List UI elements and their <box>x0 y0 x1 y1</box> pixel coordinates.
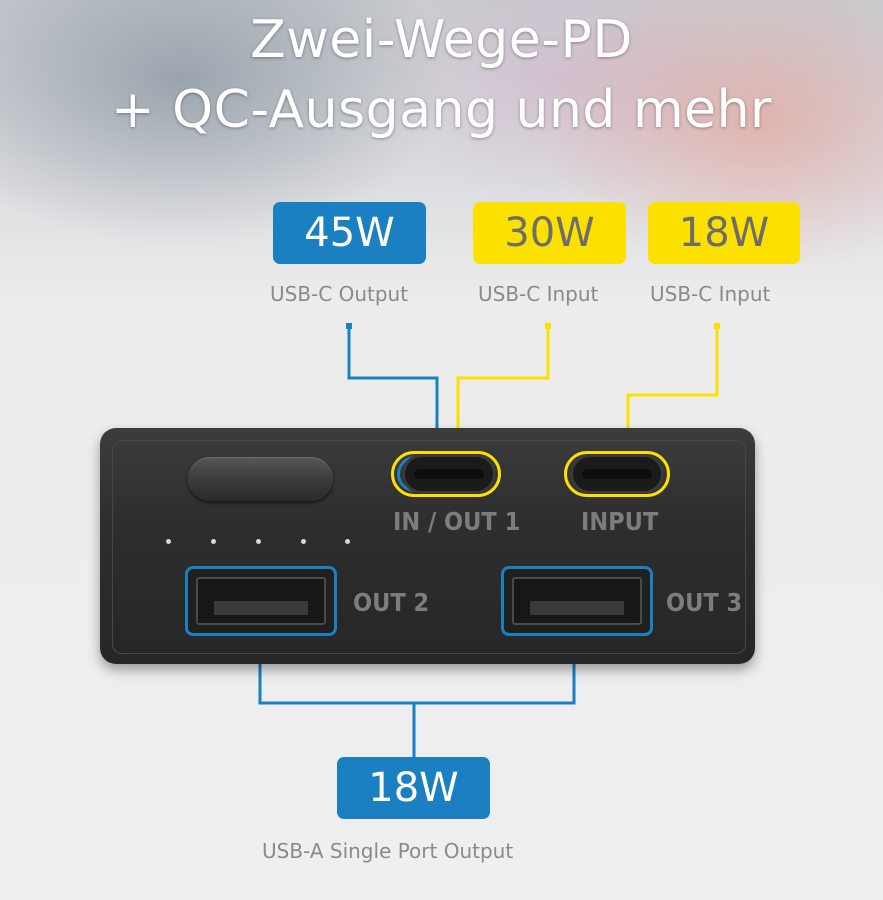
headline-line-1: Zwei-Wege-PD <box>250 10 633 70</box>
port-highlight-input-2 <box>564 451 670 497</box>
connector-45w <box>347 327 439 446</box>
label-out-3: OUT 3 <box>666 588 743 617</box>
power-bank-face <box>112 440 746 654</box>
usbc-port-in-out-1 <box>402 454 496 494</box>
caption-usba-output: USB-A Single Port Output <box>262 839 514 863</box>
label-out-2: OUT 2 <box>353 588 430 617</box>
connector-usba <box>258 634 576 705</box>
usba-port-tongue <box>214 601 308 615</box>
label-in-out-1: IN / OUT 1 <box>393 507 521 536</box>
usba-port-out-2 <box>185 566 337 636</box>
caption-usbc-input-18w: USB-C Input <box>650 282 771 306</box>
power-button <box>188 457 333 501</box>
usba-port-tongue <box>530 601 624 615</box>
connector-18w-input <box>626 327 719 446</box>
usba-port-out-3 <box>501 566 653 636</box>
caption-usbc-input-30w: USB-C Input <box>478 282 599 306</box>
connector-30w <box>456 327 550 446</box>
badge-30w: 30W <box>473 202 626 264</box>
badge-18w-input: 18W <box>648 202 800 264</box>
label-input: INPUT <box>581 507 659 536</box>
led-indicator <box>301 539 306 544</box>
led-indicator <box>166 539 171 544</box>
badge-45w: 45W <box>273 202 426 264</box>
port-highlight-input <box>391 451 501 497</box>
usba-port-inner <box>512 577 642 625</box>
led-indicator <box>256 539 261 544</box>
led-indicator <box>211 539 216 544</box>
badge-18w-usba: 18W <box>337 757 490 819</box>
led-indicator <box>345 539 350 544</box>
usba-port-inner <box>196 577 326 625</box>
headline-line-2: + QC-Ausgang und mehr <box>111 80 772 140</box>
caption-usbc-output: USB-C Output <box>270 282 409 306</box>
